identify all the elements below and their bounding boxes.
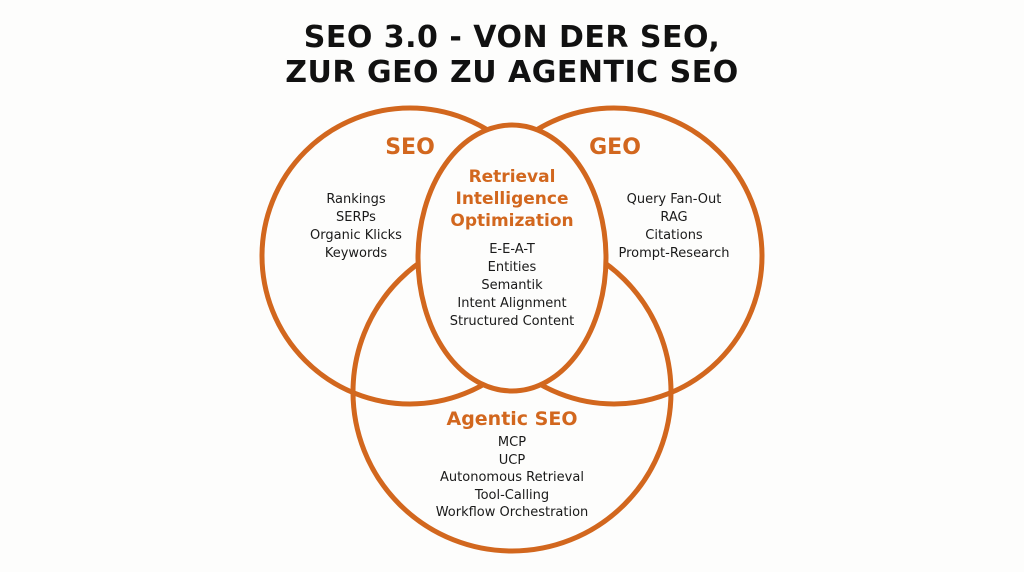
center-label: Retrieval Intelligence Optimization <box>450 166 573 232</box>
list-item: RAG <box>660 210 688 225</box>
list-item: Structured Content <box>449 314 575 329</box>
list-item: Keywords <box>324 246 388 261</box>
list-item: Entities <box>487 260 537 275</box>
title-line-2: ZUR GEO ZU AGENTIC SEO <box>285 55 739 90</box>
list-item: Prompt-Research <box>618 246 730 261</box>
list-item: Intent Alignment <box>457 296 567 311</box>
center-label-line: Intelligence <box>455 189 569 209</box>
center-label-line: Retrieval <box>468 167 556 187</box>
list-item: Citations <box>645 228 703 243</box>
list-item: Semantik <box>481 278 543 293</box>
list-item: Tool-Calling <box>474 487 550 503</box>
seo-items: Rankings SERPs Organic Klicks Keywords <box>310 191 402 263</box>
list-item: SERPs <box>336 210 376 225</box>
list-item: Rankings <box>326 192 386 207</box>
list-item: MCP <box>497 435 527 450</box>
title-line-1: SEO 3.0 - VON DER SEO, <box>303 20 721 55</box>
agentic-seo-items: MCP UCP Autonomous Retrieval Tool-Callin… <box>436 434 589 522</box>
geo-label: GEO <box>589 135 641 160</box>
list-item: Query Fan-Out <box>626 192 722 207</box>
agentic-seo-label: Agentic SEO <box>446 408 578 430</box>
center-label-line: Optimization <box>450 211 574 231</box>
circle-retrieval-intelligence <box>415 122 609 394</box>
geo-items: Query Fan-Out RAG Citations Prompt-Resea… <box>619 191 730 263</box>
list-item: Organic Klicks <box>310 228 402 243</box>
list-item: UCP <box>498 452 526 468</box>
seo-label: SEO <box>385 135 435 160</box>
list-item: Autonomous Retrieval <box>440 470 584 485</box>
list-item: Workflow Orchestration <box>435 505 589 520</box>
center-items: E-E-A-T Entities Semantik Intent Alignme… <box>450 241 575 331</box>
list-item: E-E-A-T <box>489 242 535 257</box>
